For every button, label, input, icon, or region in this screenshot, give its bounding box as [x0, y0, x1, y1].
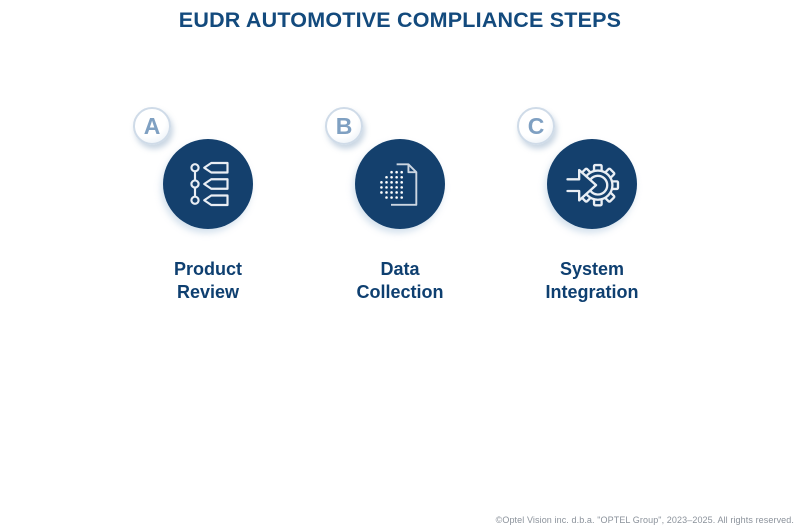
step-letter-badge: B — [325, 107, 363, 145]
step-letter: A — [143, 112, 161, 139]
step-letter: B — [335, 112, 353, 139]
system-integration-circle — [547, 139, 637, 229]
step-letter-badge: A — [133, 107, 171, 145]
copyright-text: ©Optel Vision inc. d.b.a. "OPTEL Group",… — [495, 515, 794, 525]
data-collection-circle — [355, 139, 445, 229]
step-letter-badge: C — [517, 107, 555, 145]
arrow-gear-icon — [566, 163, 620, 207]
step-letter: C — [527, 112, 545, 139]
step-label: Product Review — [128, 258, 288, 304]
product-review-circle — [163, 139, 253, 229]
step-data-collection: B Data Collection — [320, 100, 480, 320]
step-label: Data Collection — [320, 258, 480, 304]
step-label-line2: Integration — [545, 282, 639, 302]
step-label-line2: Collection — [356, 282, 444, 302]
step-product-review: A Product Review — [128, 100, 288, 320]
milestone-list-icon — [190, 161, 229, 207]
step-label-line2: Review — [176, 282, 240, 302]
step-label-line1: Product — [173, 259, 242, 279]
page-title: EUDR AUTOMOTIVE COMPLIANCE STEPS — [178, 8, 622, 32]
dotted-document-icon — [380, 163, 418, 206]
step-label-line1: Data — [380, 259, 420, 279]
step-system-integration: C — [512, 100, 672, 320]
step-label: System Integration — [512, 258, 672, 304]
step-label-line1: System — [559, 259, 625, 279]
